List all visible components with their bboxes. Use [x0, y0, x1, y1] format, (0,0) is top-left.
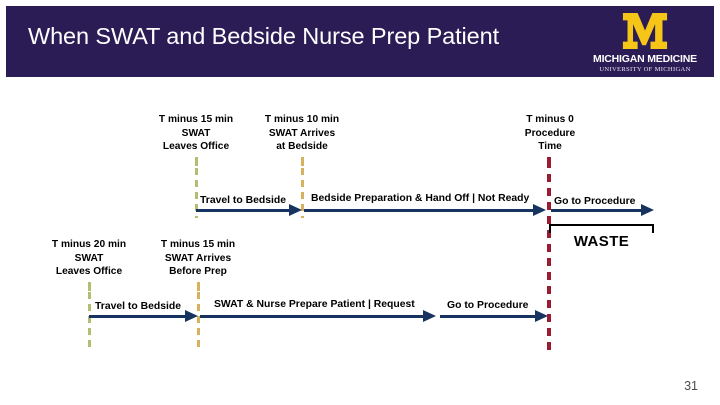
segment-arrow-bottom-1 [89, 309, 198, 322]
milestone-stub-bottom-1 [88, 282, 91, 291]
milestone-time: T minus 10 min [264, 114, 340, 125]
milestone-line2: SWAT [181, 127, 211, 139]
guide-line-bottom-green [88, 292, 91, 350]
milestone-time: T minus 0 [526, 114, 574, 125]
milestone-stub-bottom-2 [197, 282, 200, 291]
guide-line-procedure-time [547, 160, 551, 352]
milestone-line2: SWAT Arrives [268, 127, 336, 139]
milestone-line2: Procedure [524, 127, 576, 139]
milestone-stub-top-2 [301, 157, 304, 166]
segment-arrow-bottom-2 [200, 309, 436, 322]
block-m-icon [622, 13, 668, 49]
page-number: 31 [684, 379, 698, 393]
milestone-label-bottom-2: T minus 15 min SWAT Arrives Before Prep [138, 238, 258, 279]
segment-label-bottom-2: SWAT & Nurse Prepare Patient | Request [214, 299, 415, 310]
milestone-time: T minus 15 min [158, 114, 234, 125]
milestone-line2: SWAT Arrives [164, 252, 232, 264]
milestone-line2: SWAT [74, 252, 104, 264]
segment-arrow-top-1 [196, 203, 302, 216]
segment-label-top-1: Travel to Bedside [200, 195, 287, 206]
milestone-label-top-3: T minus 0 Procedure Time [513, 113, 587, 154]
milestone-label-top-1: T minus 15 min SWAT Leaves Office [136, 113, 256, 154]
segment-label-bottom-3: Go to Procedure [447, 300, 529, 311]
waste-label: WASTE [573, 233, 630, 250]
milestone-line3: Leaves Office [162, 141, 230, 152]
milestone-line3: Time [538, 141, 562, 152]
guide-line-top-gold [301, 168, 304, 218]
milestone-label-top-2: T minus 10 min SWAT Arrives at Bedside [242, 113, 362, 154]
michigan-medicine-logo: MICHIGAN MEDICINE UNIVERSITY OF MICHIGAN [584, 8, 706, 80]
milestone-line3: Leaves Office [55, 266, 123, 277]
milestone-time: T minus 20 min [51, 239, 127, 250]
milestone-line3: Before Prep [169, 266, 227, 277]
page-title: When SWAT and Bedside Nurse Prep Patient [28, 23, 500, 49]
milestone-line3: at Bedside [276, 141, 328, 152]
milestone-label-bottom-1: T minus 20 min SWAT Leaves Office [29, 238, 149, 279]
guide-line-bottom-gold [197, 292, 200, 350]
milestone-time: T minus 15 min [160, 239, 236, 250]
segment-arrow-bottom-3 [440, 309, 548, 322]
logo-wordmark: MICHIGAN MEDICINE [593, 53, 697, 65]
guide-line-top-green [195, 168, 198, 218]
milestone-stub-top-1 [195, 157, 198, 166]
segment-arrow-top-3 [551, 203, 654, 216]
logo-subtitle: UNIVERSITY OF MICHIGAN [599, 66, 691, 73]
segment-label-top-2: Bedside Preparation & Hand Off | Not Rea… [311, 193, 530, 204]
segment-arrow-top-2 [304, 203, 546, 216]
segment-label-bottom-1: Travel to Bedside [95, 301, 182, 312]
slide-title-bar: When SWAT and Bedside Nurse Prep Patient… [6, 6, 714, 77]
waste-brace [549, 224, 654, 233]
segment-label-top-3: Go to Procedure [554, 196, 636, 207]
